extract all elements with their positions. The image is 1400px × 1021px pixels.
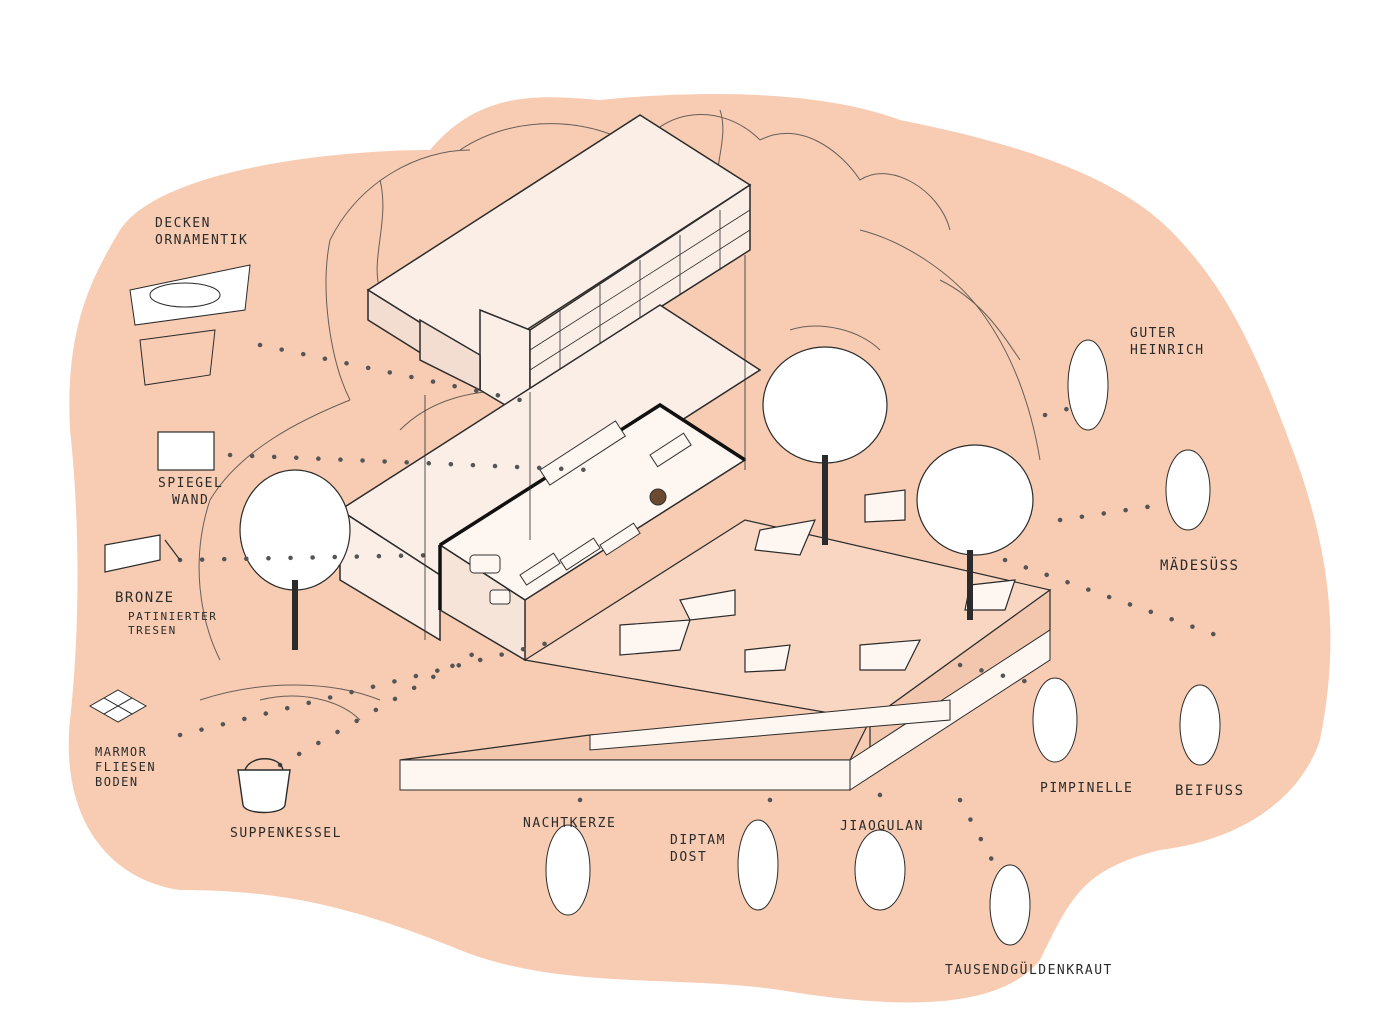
label-bronze: BRONZE bbox=[115, 590, 175, 606]
soup-kettle-icon bbox=[237, 758, 291, 814]
marble-tiles-icon bbox=[88, 689, 148, 723]
label-beifuss: BEIFUSS bbox=[1175, 783, 1245, 799]
label-suppenkessel: SUPPENKESSEL bbox=[230, 826, 342, 841]
dotted-leader-lines bbox=[177, 342, 1233, 878]
dining-hall-section bbox=[438, 402, 746, 610]
label-marmor-fliesen-boden: MARMOR FLIESEN BODEN bbox=[95, 745, 157, 789]
label-diptam-dost: DIPTAM DOST bbox=[670, 833, 726, 865]
label-spiegel-wand: SPIEGEL WAND bbox=[158, 476, 224, 508]
label-tausendguldenkraut: TAUSENDGÜLDENKRAUT bbox=[945, 963, 1113, 978]
label-pimpinelle: PIMPINELLE bbox=[1040, 781, 1134, 796]
label-nachtkerze: NACHTKERZE bbox=[523, 816, 617, 831]
ceiling-ornament-icon bbox=[129, 264, 251, 386]
tree-icon bbox=[916, 444, 1034, 620]
roof-windows bbox=[529, 209, 751, 371]
projection-lines bbox=[424, 255, 746, 640]
label-madesuss: MÄDESÜSS bbox=[1160, 558, 1240, 574]
label-jiaogulan: JIAOGULAN bbox=[840, 819, 924, 834]
mirror-wall-icon bbox=[157, 431, 215, 471]
tree-icon bbox=[762, 346, 888, 545]
stone-wall bbox=[399, 629, 1051, 791]
label-patinierter-tresen: PATINIERTER TRESEN bbox=[128, 610, 218, 637]
label-guter-heinrich: GUTER HEINRICH bbox=[1130, 326, 1205, 358]
planter-beds bbox=[619, 489, 1016, 673]
roof-volume bbox=[366, 114, 752, 422]
herb-plant-icon bbox=[545, 339, 1221, 946]
bronze-counter-icon bbox=[104, 534, 181, 573]
label-decken-ornamentik: DECKEN ORNAMENTIK bbox=[155, 216, 249, 248]
